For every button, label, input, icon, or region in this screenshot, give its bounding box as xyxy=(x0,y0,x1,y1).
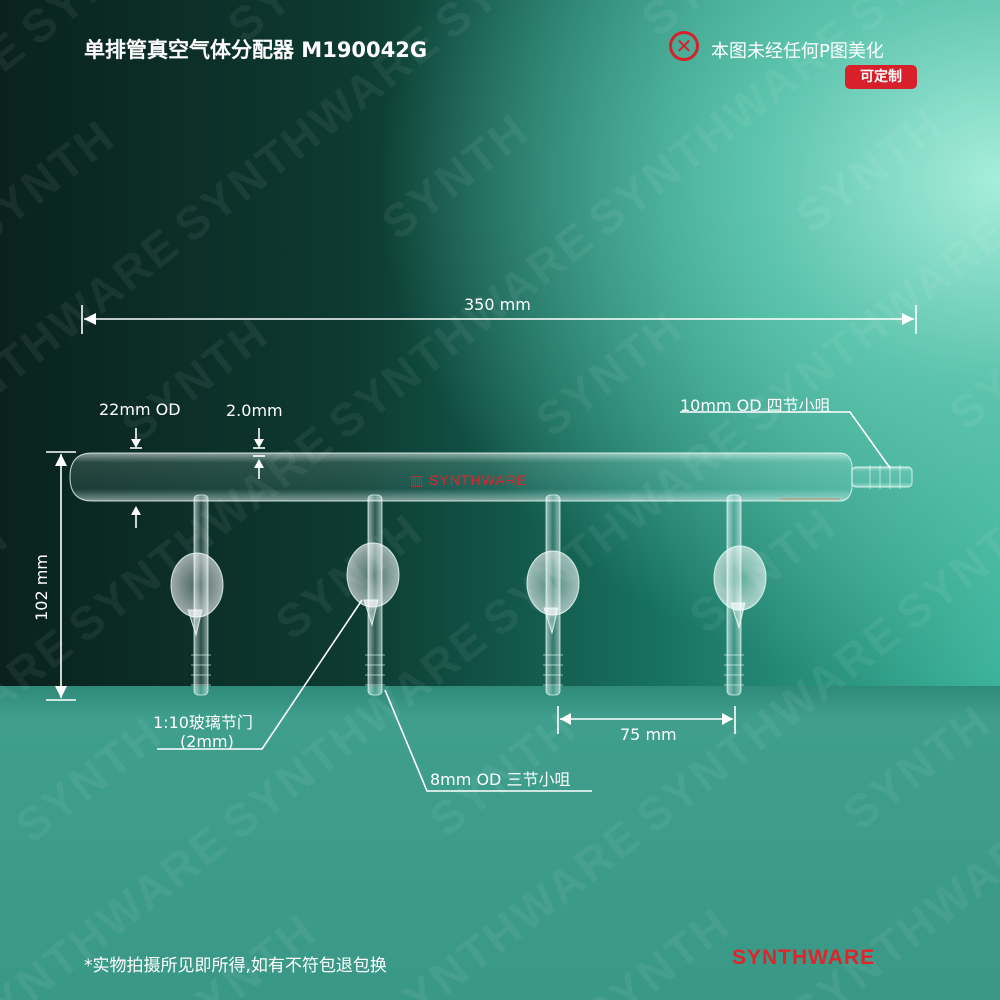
manifold-tube xyxy=(69,452,913,502)
brand-logo: SYNTHWARE xyxy=(732,946,876,969)
outlet-label: 10mm OD 四节小咀 xyxy=(680,396,831,415)
stopcock-bore-label: (2mm) xyxy=(180,732,234,751)
stopcocks xyxy=(170,542,767,637)
hose-connector-label: 8mm OD 三节小咀 xyxy=(430,770,571,789)
height-label: 102 mm xyxy=(31,554,51,621)
product-title: 单排管真空气体分配器 M190042G xyxy=(84,38,428,62)
outer-diameter-label: 22mm OD xyxy=(99,400,181,419)
x-circle-icon: ✕ xyxy=(669,31,699,61)
footer-note: *实物拍摄所见即所得,如有不符包退包换 xyxy=(84,956,387,976)
wall-thickness-label: 2.0mm xyxy=(226,401,283,420)
spacing-label: 75 mm xyxy=(620,725,677,744)
dimension-lines xyxy=(46,305,917,792)
stopcock-label: 1:10玻璃节门 xyxy=(153,713,253,732)
side-arms xyxy=(191,494,744,696)
no-edit-notice: 本图未经任何P图美化 xyxy=(711,41,884,62)
tube-logo: ▥ SYNTHWARE xyxy=(410,472,527,488)
customizable-badge: 可定制 xyxy=(845,65,917,89)
length-label: 350 mm xyxy=(464,295,531,314)
